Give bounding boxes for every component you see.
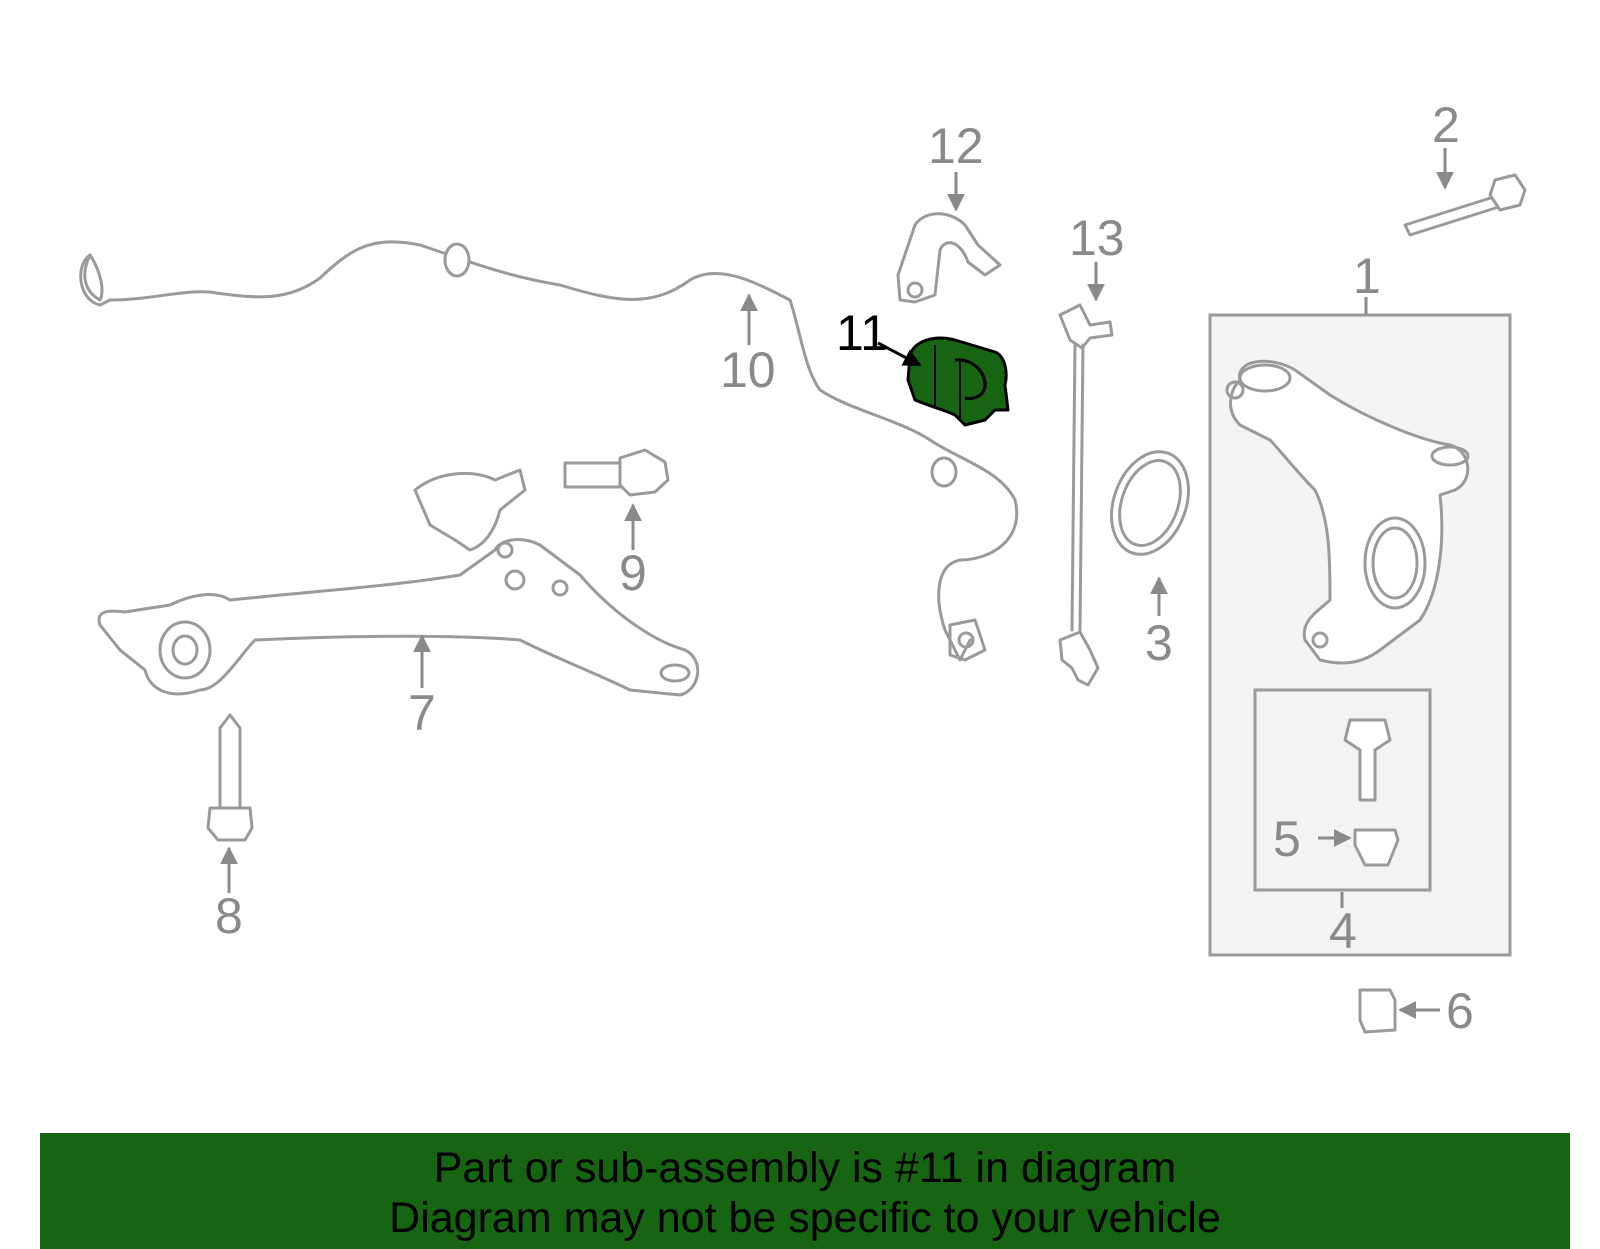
knuckle-bolt[interactable] — [1403, 173, 1527, 237]
callout-10: 10 — [720, 342, 776, 398]
leader-lines — [220, 148, 1454, 1019]
callout-9: 9 — [619, 545, 647, 601]
callout-numbers: 1 2 3 4 5 6 7 8 9 10 11 12 13 — [215, 97, 1474, 1039]
callout-8: 8 — [215, 888, 243, 944]
callout-4: 4 — [1329, 903, 1357, 959]
banner-line-part: Part or sub-assembly is #11 in diagram — [433, 1144, 1177, 1192]
callout-3: 3 — [1145, 615, 1173, 671]
knuckle-assembly-box — [1208, 313, 1512, 957]
arm-bolt-vertical[interactable] — [206, 713, 254, 842]
stabilizer-bushing-highlighted[interactable] — [906, 336, 1010, 427]
callout-1: 1 — [1353, 248, 1381, 304]
callout-5: 5 — [1273, 811, 1301, 867]
stabilizer-bar[interactable] — [79, 240, 1019, 662]
ball-joint[interactable] — [1343, 718, 1392, 802]
lower-control-arm[interactable] — [97, 468, 700, 697]
arm-bolt[interactable] — [563, 448, 670, 497]
callout-13: 13 — [1069, 210, 1125, 266]
stabilizer-bracket[interactable] — [896, 212, 1002, 304]
banner-line-disclaimer: Diagram may not be specific to your vehi… — [389, 1194, 1221, 1242]
callout-6: 6 — [1446, 983, 1474, 1039]
callout-12: 12 — [928, 118, 984, 174]
seal-ring[interactable] — [1098, 441, 1202, 565]
callout-2: 2 — [1432, 97, 1460, 153]
stabilizer-link[interactable] — [1058, 303, 1114, 687]
callout-7: 7 — [408, 685, 436, 741]
ball-joint-cap[interactable] — [1353, 828, 1400, 867]
nut[interactable] — [1358, 988, 1397, 1034]
part-info-banner: Part or sub-assembly is #11 in diagram D… — [40, 1133, 1570, 1249]
callout-11-selected: 11 — [836, 305, 888, 361]
